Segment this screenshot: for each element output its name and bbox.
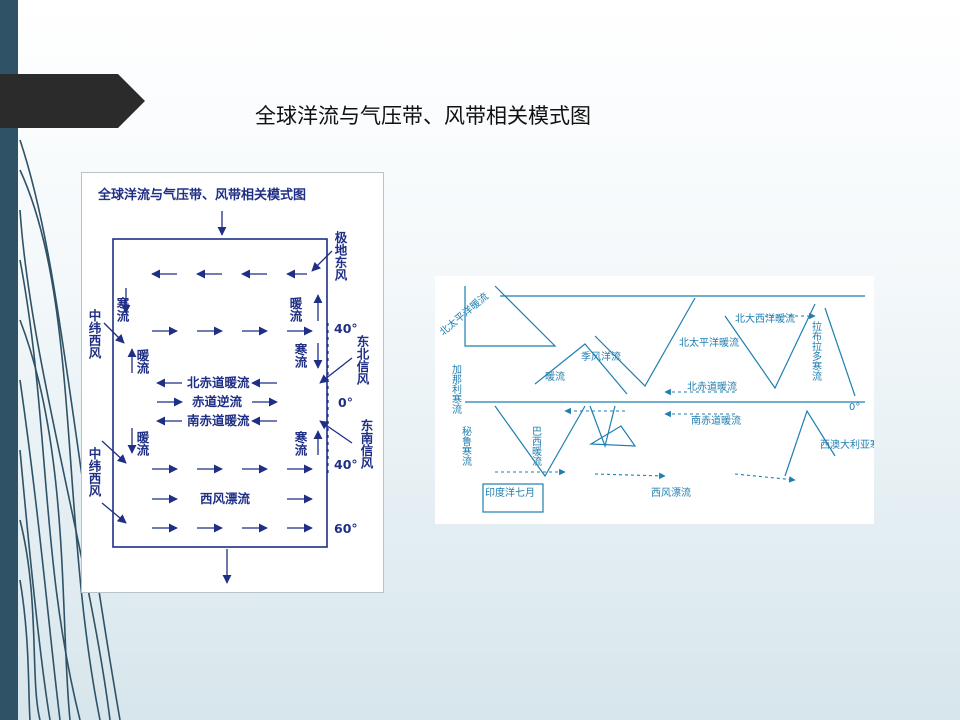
west-wind-drift-label: 西风漂流 <box>200 491 251 506</box>
warm-current-label: 暖流 <box>135 430 150 457</box>
south-equatorial-label: 南赤道暖流 <box>187 413 250 428</box>
warm-current-label: 暖流 <box>288 296 303 323</box>
continent-outline <box>589 405 616 449</box>
ocean-current-model-diagram: 全球洋流与气压带、风带相关模式图 <box>81 172 384 593</box>
continent-outline <box>588 425 637 447</box>
latitude-label: 40° <box>334 321 358 336</box>
polar-easterlies-label: 极地东风 <box>333 230 348 282</box>
title-tab-shape <box>0 74 145 128</box>
warm-current-label: 暖流 <box>135 348 150 375</box>
north-equatorial-label: 北赤道暖流 <box>187 375 250 390</box>
current-label: 巴西暖流 <box>530 426 542 467</box>
continent-outline <box>784 409 836 477</box>
current-label: 北太平洋暖流 <box>679 336 739 349</box>
westerlies-label: 中纬西风 <box>87 446 102 498</box>
se-trades-label: 东南信风 <box>359 418 374 470</box>
south-equatorial-label: 南赤道暖流 <box>691 414 741 427</box>
latitude-label: 0° <box>338 395 353 410</box>
left-accent-bar <box>0 0 18 720</box>
current-label: 秘鲁寒流 <box>460 425 472 467</box>
cold-current-label: 寒流 <box>293 342 308 369</box>
westerlies-label: 中纬西风 <box>87 308 102 360</box>
figure1-title: 全球洋流与气压带、风带相关模式图 <box>97 187 306 203</box>
equator-label: 0° <box>849 402 860 413</box>
latitude-label: 60° <box>334 521 358 536</box>
current-label: 季风洋流 <box>581 350 621 363</box>
current-label: 暖流 <box>545 370 565 383</box>
north-equatorial-label: 北赤道暖流 <box>687 380 737 393</box>
wind-arrow <box>319 357 353 384</box>
continent-outline <box>494 405 586 478</box>
cold-current-label: 寒流 <box>293 430 308 457</box>
current-label: 西澳大利亚寒流 <box>820 438 874 451</box>
west-wind-drift-label: 西风漂流 <box>651 486 691 499</box>
continent-outline <box>724 303 816 390</box>
continent-outline <box>594 297 696 387</box>
current-label: 北大西洋暖流 <box>735 312 795 325</box>
latitude-label: 40° <box>334 457 358 472</box>
current-label: 拉布拉多寒流 <box>810 320 822 382</box>
wind-arrow <box>101 502 127 524</box>
current-label: 北太平洋暖流 <box>437 290 491 339</box>
wind-arrow <box>101 440 127 464</box>
legend-label: 印度洋七月 <box>485 486 535 499</box>
wind-arrow <box>103 322 125 344</box>
legend-box <box>482 483 544 513</box>
current-arrow <box>734 473 796 483</box>
world-ocean-current-diagram: 北太平洋暖流 暖流 季风洋流 加那利寒流 北大西洋暖流 北太平洋暖流 拉布拉多寒… <box>435 276 890 524</box>
ne-trades-label: 东北信风 <box>355 334 370 386</box>
current-label: 加那利寒流 <box>450 364 462 415</box>
ocean-basin-frame <box>112 238 328 548</box>
wind-arrow <box>311 250 333 272</box>
counter-current-label: 赤道逆流 <box>192 394 243 409</box>
continent-outline <box>824 307 856 397</box>
cold-current-label: 寒流 <box>115 296 130 323</box>
wind-arrow <box>319 420 353 444</box>
continent-outline <box>464 285 557 347</box>
continent-outline <box>534 343 628 395</box>
slide-title: 全球洋流与气压带、风带相关模式图 <box>255 104 591 128</box>
current-arrow <box>594 472 666 480</box>
